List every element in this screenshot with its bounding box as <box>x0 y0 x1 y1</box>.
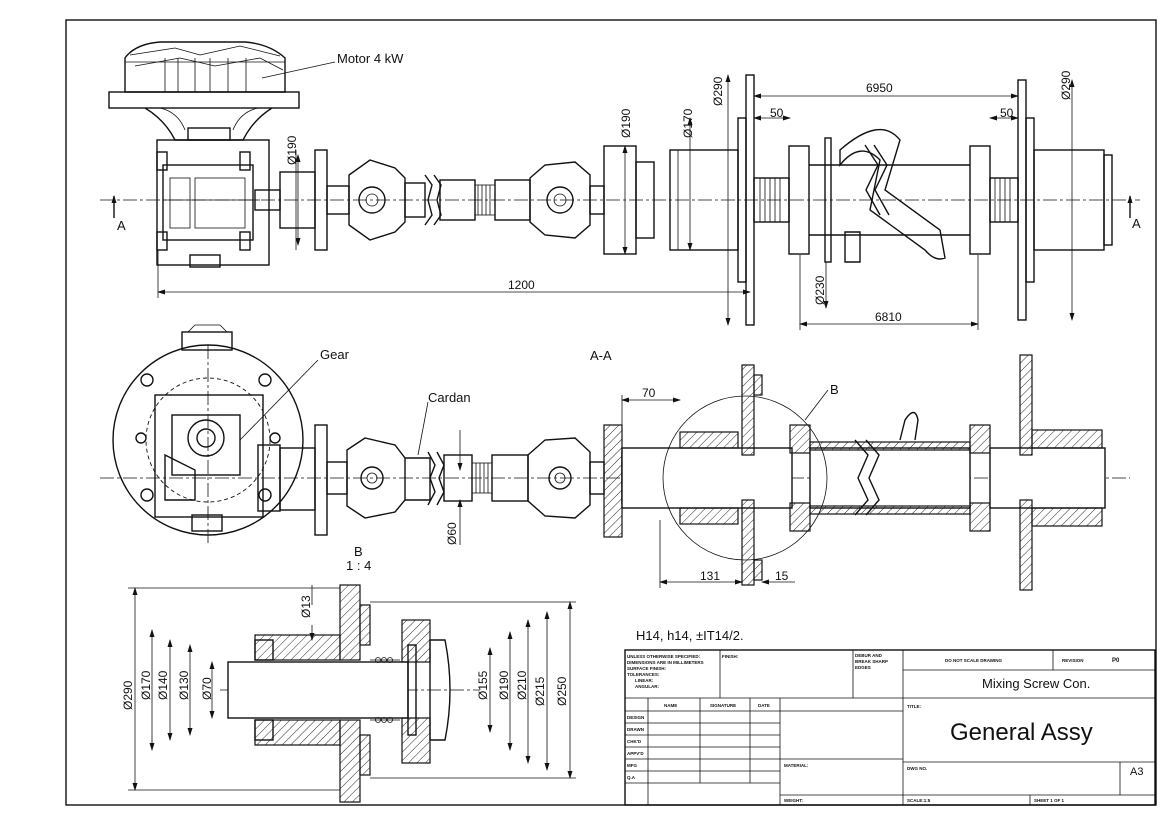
deburr-3: EDGES <box>855 665 871 670</box>
col-date: DATE <box>758 703 770 708</box>
revision-value: P0 <box>1112 658 1120 664</box>
section-mark-right: A <box>1132 216 1141 231</box>
detail-b-circle <box>662 395 828 561</box>
note-6: ANGULAR: <box>635 684 659 689</box>
dim-d140-detail: Ø140 <box>156 670 170 700</box>
sheet-label: SHEET 1 OF 1 <box>1034 798 1065 803</box>
dim-d70-detail: Ø70 <box>200 677 214 700</box>
material-label: MATERIAL: <box>784 763 809 768</box>
detail-b-scale: 1 : 4 <box>346 558 371 573</box>
dim-d60: Ø60 <box>445 522 459 545</box>
dim-d130-detail: Ø130 <box>177 670 191 700</box>
dim-131: 131 <box>700 569 720 583</box>
dim-d290-right: Ø290 <box>1059 70 1073 100</box>
section-view: Gear Cardan Ø60 A-A <box>100 324 1130 591</box>
sheet-size: A3 <box>1130 766 1143 778</box>
detail-b-view: B 1 : 4 Ø290 Ø170 Ø140 Ø130 Ø70 Ø13 <box>121 544 576 803</box>
tolerance-note: H14, h14, ±IT14/2. <box>636 628 744 643</box>
finish-label: FINISH: <box>722 654 739 659</box>
dim-d250-detail: Ø250 <box>555 676 569 706</box>
section-mark-left: A <box>117 218 126 233</box>
note-2: DIMENSIONS ARE IN MILLIMETERS <box>627 660 704 665</box>
cardan-label: Cardan <box>428 390 471 405</box>
dim-d290-detail: Ø290 <box>121 680 135 710</box>
dim-d170-detail: Ø170 <box>139 670 153 700</box>
dim-d155-detail: Ø155 <box>476 670 490 700</box>
gear-housing <box>112 324 304 536</box>
gear-label: Gear <box>320 347 350 362</box>
title-label: TITLE: <box>907 704 921 709</box>
section-title: A-A <box>590 348 612 363</box>
row-design: DESIGN <box>627 715 644 720</box>
title-block: UNLESS OTHERWISE SPECIFIED: DIMENSIONS A… <box>624 649 1156 806</box>
dim-d190-motor: Ø190 <box>285 135 299 165</box>
motor-drawing <box>108 41 300 268</box>
detail-b-title: B <box>354 544 363 559</box>
dim-50-right: 50 <box>1000 106 1014 120</box>
dim-d215-detail: Ø215 <box>533 676 547 706</box>
row-drawn: DRAWN <box>627 727 644 732</box>
do-not-scale: DO NOT SCALE DRAWING <box>945 658 1002 663</box>
mixing-screw <box>809 128 970 263</box>
deburr-2: BREAK SHARP <box>855 659 888 664</box>
deburr-1: DEBUR AND <box>855 653 883 658</box>
row-mfg: MFG <box>627 763 637 768</box>
drawing-title: General Assy <box>950 719 1093 746</box>
note-3: SURFACE FINISH: <box>627 666 667 671</box>
drawing-border <box>65 19 1157 806</box>
dim-6950: 6950 <box>866 81 893 95</box>
dwg-no-label: DWG NO. <box>907 766 927 771</box>
motor-label: Motor 4 kW <box>337 51 404 66</box>
weight-label: WEIGHT: <box>784 798 803 803</box>
note-5: LINEAR: <box>635 678 654 683</box>
dim-d190-detail: Ø190 <box>497 670 511 700</box>
top-view: A A Motor 4 kW Ø190 Ø190 Ø170 Ø290 6950 … <box>100 41 1141 330</box>
dim-1200: 1200 <box>508 278 535 292</box>
dim-70: 70 <box>642 386 656 400</box>
detail-b-callout: B <box>830 382 839 397</box>
row-qa: Q.A <box>627 775 636 780</box>
dim-50-left: 50 <box>770 106 784 120</box>
row-approved: APPV'D <box>627 751 644 756</box>
cardan-section <box>326 437 605 519</box>
note-4: TOLERANCES: <box>627 672 660 677</box>
dim-d230: Ø230 <box>813 275 827 305</box>
project-name: Mixing Screw Con. <box>982 676 1090 691</box>
revision-label: REVISION <box>1062 658 1084 663</box>
dim-d190-flange: Ø190 <box>619 108 633 138</box>
dim-15: 15 <box>775 569 789 583</box>
dim-d13-detail: Ø13 <box>299 595 313 618</box>
col-signature: SIGNATURE <box>710 703 736 708</box>
dim-d170-flange: Ø170 <box>681 108 695 138</box>
col-name: NAME <box>664 703 677 708</box>
dim-6810: 6810 <box>875 310 902 324</box>
scale-label: SCALE:1:5 <box>907 798 931 803</box>
dim-d210-detail: Ø210 <box>515 670 529 700</box>
row-checked: CHK'D <box>627 739 642 744</box>
dim-d290-left: Ø290 <box>711 76 725 106</box>
cardan-top <box>326 159 605 241</box>
note-1: UNLESS OTHERWISE SPECIFIED: <box>627 654 701 659</box>
